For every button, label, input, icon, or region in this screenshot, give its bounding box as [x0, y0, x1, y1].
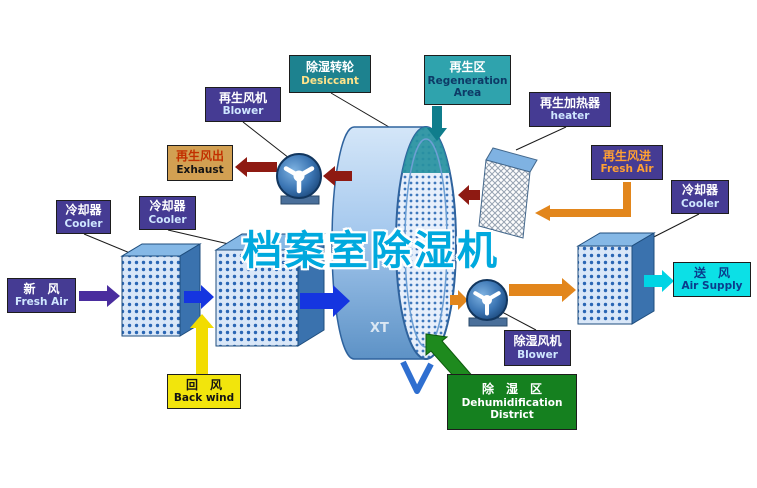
connector-heater [515, 126, 567, 151]
cooler-left-label: 冷却器 Cooler [56, 200, 111, 234]
cooler-unit-left [120, 243, 202, 337]
cooler-mid-label-zh: 冷却器 [149, 199, 186, 214]
cooler-right-label-zh: 冷却器 [681, 183, 718, 198]
fresh-air-label-zh: 新 风 [23, 281, 60, 296]
cooler-left-label-en: Cooler [64, 217, 103, 230]
fresh-air-inlet-arrow [79, 285, 120, 307]
regen-area-label-zh: 再生区 [449, 60, 486, 75]
regen-blower-label-zh: 再生风机 [218, 90, 267, 105]
regen-blower-label: 再生风机 Blower [205, 87, 281, 122]
exhaust-label: 再生风出 Exhaust [167, 145, 233, 181]
regen-fresh-air-label-en: Fresh Air [600, 163, 654, 176]
desiccant-label-en: Desiccant [301, 74, 359, 87]
dehumid-fan-hub [482, 295, 492, 305]
cooler-right-label-en: Cooler [680, 197, 720, 210]
regen-inlet-duct [550, 182, 631, 217]
regen-area-label: 再生区 Regeneration Area [424, 55, 511, 105]
regen-heater-label: 再生加热器 heater [529, 92, 611, 127]
regen-area-pointer-arrow [427, 106, 447, 141]
cooler-mid-label-en: Cooler [148, 213, 187, 226]
air-supply-arrow [644, 270, 674, 292]
cooler-left-label-zh: 冷却器 [65, 203, 102, 218]
connector-desiccant [330, 92, 390, 128]
regen-heater-label-en: heater [550, 110, 590, 123]
connector-dehumid-blower [501, 311, 537, 331]
cooler-mid-label: 冷却器 Cooler [139, 196, 196, 230]
diagram-title: 档案室除湿机 [242, 228, 500, 274]
regen-fan-hub [293, 170, 305, 182]
cooler-unit-mid [214, 233, 326, 347]
fresh-air-label-en: Fresh Air [14, 296, 69, 309]
regen-area-label-en: Regeneration Area [427, 74, 508, 99]
heater-to-wheel-arrow [458, 185, 480, 205]
dehumid-district-label-en: Dehumidification District [461, 396, 563, 421]
air-supply-label: 送 风 Air Supply [673, 262, 751, 297]
regen-fresh-air-label-zh: 再生风进 [602, 148, 651, 163]
regen-fresh-air-label: 再生风进 Fresh Air [591, 145, 663, 180]
cube2-front-face [215, 249, 299, 347]
cooler2-to-wheel-arrow [300, 285, 350, 317]
heater-front-face [478, 159, 531, 239]
cube3-front-face [577, 245, 633, 325]
dehumid-district-label-zh: 除 湿 区 [481, 382, 542, 397]
regen-blower-label-en: Blower [222, 105, 264, 118]
desiccant-label: 除湿转轮 Desiccant [289, 55, 371, 93]
air-supply-label-en: Air Supply [681, 280, 743, 293]
back-wind-label-en: Back wind [173, 392, 235, 405]
wheel-to-fan-arrow [450, 290, 468, 310]
dehumid-blower-label-zh: 除湿风机 [513, 334, 562, 349]
dehumid-district-label: 除 湿 区 Dehumidification District [447, 374, 577, 430]
regen-heater-label-zh: 再生加热器 [539, 95, 600, 110]
exhaust-label-zh: 再生风出 [175, 149, 224, 164]
back-wind-arrow [190, 314, 214, 374]
cooler-unit-right [576, 232, 656, 325]
wheel-rotation-chevron [400, 360, 434, 394]
dehumid-blower-label: 除湿风机 Blower [504, 330, 571, 366]
fan-to-cooler-arrow [509, 278, 576, 302]
air-supply-label-zh: 送 风 [693, 265, 730, 280]
connector-lines [83, 92, 700, 331]
heater-block [478, 147, 538, 239]
exhaust-label-en: Exhaust [176, 163, 224, 176]
dehumid-blower-label-en: Blower [517, 348, 558, 361]
back-wind-label: 回 风 Back wind [167, 374, 241, 409]
cube1-front-face [121, 255, 181, 337]
cooler1-to-cooler2-arrow [184, 285, 214, 309]
desiccant-wheel: XT [331, 126, 457, 360]
regen-fan [276, 153, 322, 205]
fresh-air-label: 新 风 Fresh Air [7, 278, 76, 313]
desiccant-label-zh: 除湿转轮 [305, 60, 354, 75]
cooler-right-label: 冷却器 Cooler [671, 180, 729, 214]
back-wind-label-zh: 回 风 [185, 377, 222, 392]
exhaust-arrow [235, 157, 277, 177]
wheel-to-regen-fan-arrow [323, 166, 352, 186]
connector-regen-blower [242, 121, 290, 159]
watermark-text: XT [370, 321, 389, 336]
dehumid-fan [466, 279, 508, 327]
regen-inlet-arrowhead [535, 205, 550, 221]
